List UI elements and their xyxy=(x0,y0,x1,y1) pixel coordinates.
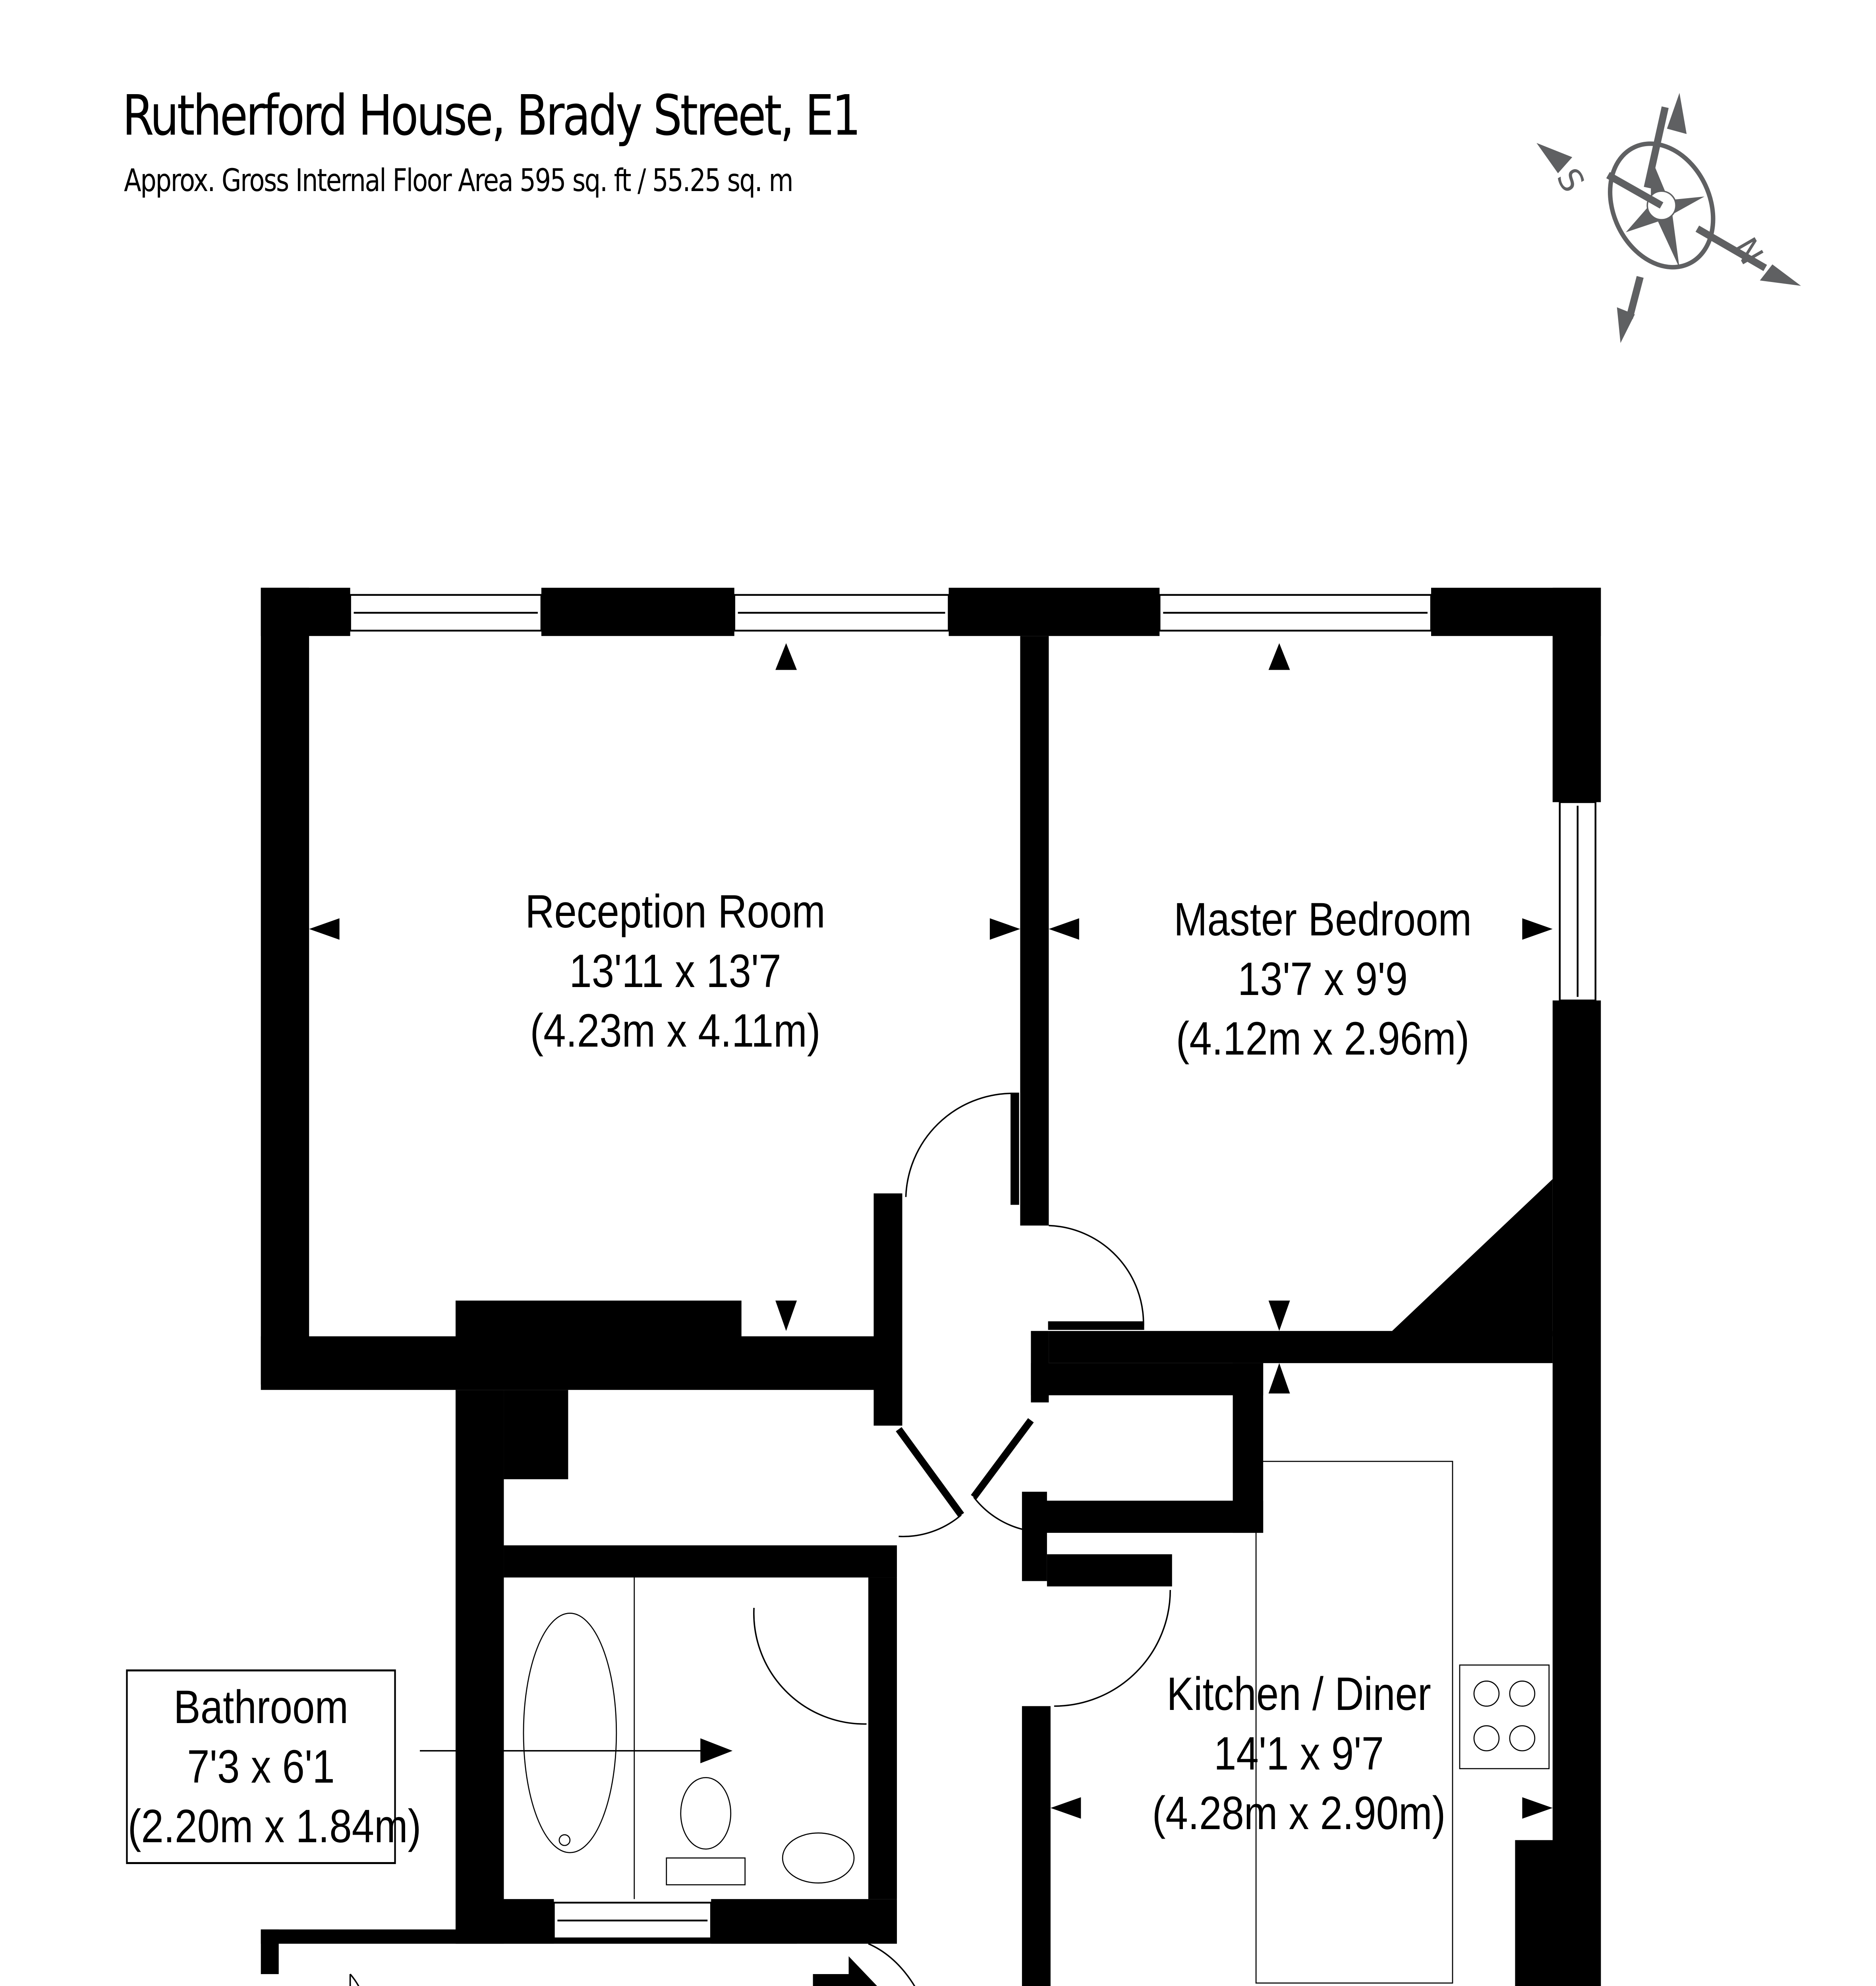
toilet-icon xyxy=(680,1777,732,1850)
dimension-arrows xyxy=(309,643,1553,1819)
entrance-arrow-icon xyxy=(813,1956,877,1986)
room-imperial: 13'11 x 13'7 xyxy=(569,945,781,997)
room-imperial: 14'1 x 9'7 xyxy=(1213,1727,1384,1780)
room-label-reception: Reception Room 13'11 x 13'7 (4.23m x 4.1… xyxy=(522,882,829,1061)
room-name: Kitchen / Diner xyxy=(1167,1668,1431,1720)
fixtures xyxy=(523,1461,1550,1984)
bathtub-icon xyxy=(523,1613,617,1853)
room-label-master-bedroom: Master Bedroom 13'7 x 9'9 (4.12m x 2.96m… xyxy=(1169,890,1476,1068)
room-name: Master Bedroom xyxy=(1173,893,1472,946)
doors xyxy=(349,1092,1171,1986)
room-label-bathroom: Bathroom 7'3 x 6'1 (2.20m x 1.84m) xyxy=(126,1669,421,1864)
hob-icon xyxy=(1459,1664,1550,1770)
windows xyxy=(349,594,1597,1940)
walls xyxy=(261,587,1601,1986)
room-metric: (2.20m x 1.84m) xyxy=(128,1800,421,1853)
room-metric: (4.12m x 2.96m) xyxy=(1176,1012,1470,1065)
property-title: Rutherford House, Brady Street, E1 xyxy=(122,83,861,148)
floor-area-subtitle: Approx. Gross Internal Floor Area 595 sq… xyxy=(124,163,794,199)
room-metric: (4.28m x 2.90m) xyxy=(1152,1787,1446,1839)
compass-rose-icon: S N xyxy=(1536,93,1801,343)
room-imperial: 7'3 x 6'1 xyxy=(187,1741,335,1793)
room-metric: (4.23m x 4.11m) xyxy=(530,1005,821,1057)
room-name: Bathroom xyxy=(174,1681,348,1733)
room-label-kitchen-diner: Kitchen / Diner 14'1 x 9'7 (4.28m x 2.90… xyxy=(1145,1664,1453,1843)
basin-icon xyxy=(782,1832,855,1884)
room-name: Reception Room xyxy=(525,885,825,938)
room-imperial: 13'7 x 9'9 xyxy=(1237,953,1408,1005)
